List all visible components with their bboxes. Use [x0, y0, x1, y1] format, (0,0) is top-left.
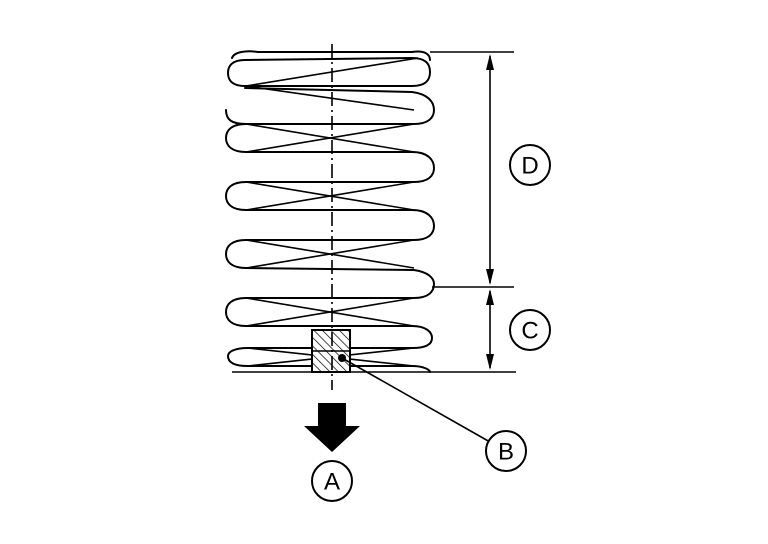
callout-b-label: B	[498, 439, 514, 466]
spacer-block	[311, 329, 351, 373]
callout-b: B	[485, 430, 527, 472]
callout-a-label: A	[324, 469, 340, 496]
callout-c: C	[509, 309, 551, 351]
spring	[225, 50, 435, 373]
spacer-leader	[338, 354, 491, 443]
dimension-lines	[232, 51, 516, 373]
callout-d: D	[509, 144, 551, 186]
direction-arrow-icon	[304, 403, 360, 452]
callout-d-label: D	[521, 153, 538, 180]
callout-c-label: C	[521, 318, 538, 345]
callout-a: A	[311, 460, 353, 502]
